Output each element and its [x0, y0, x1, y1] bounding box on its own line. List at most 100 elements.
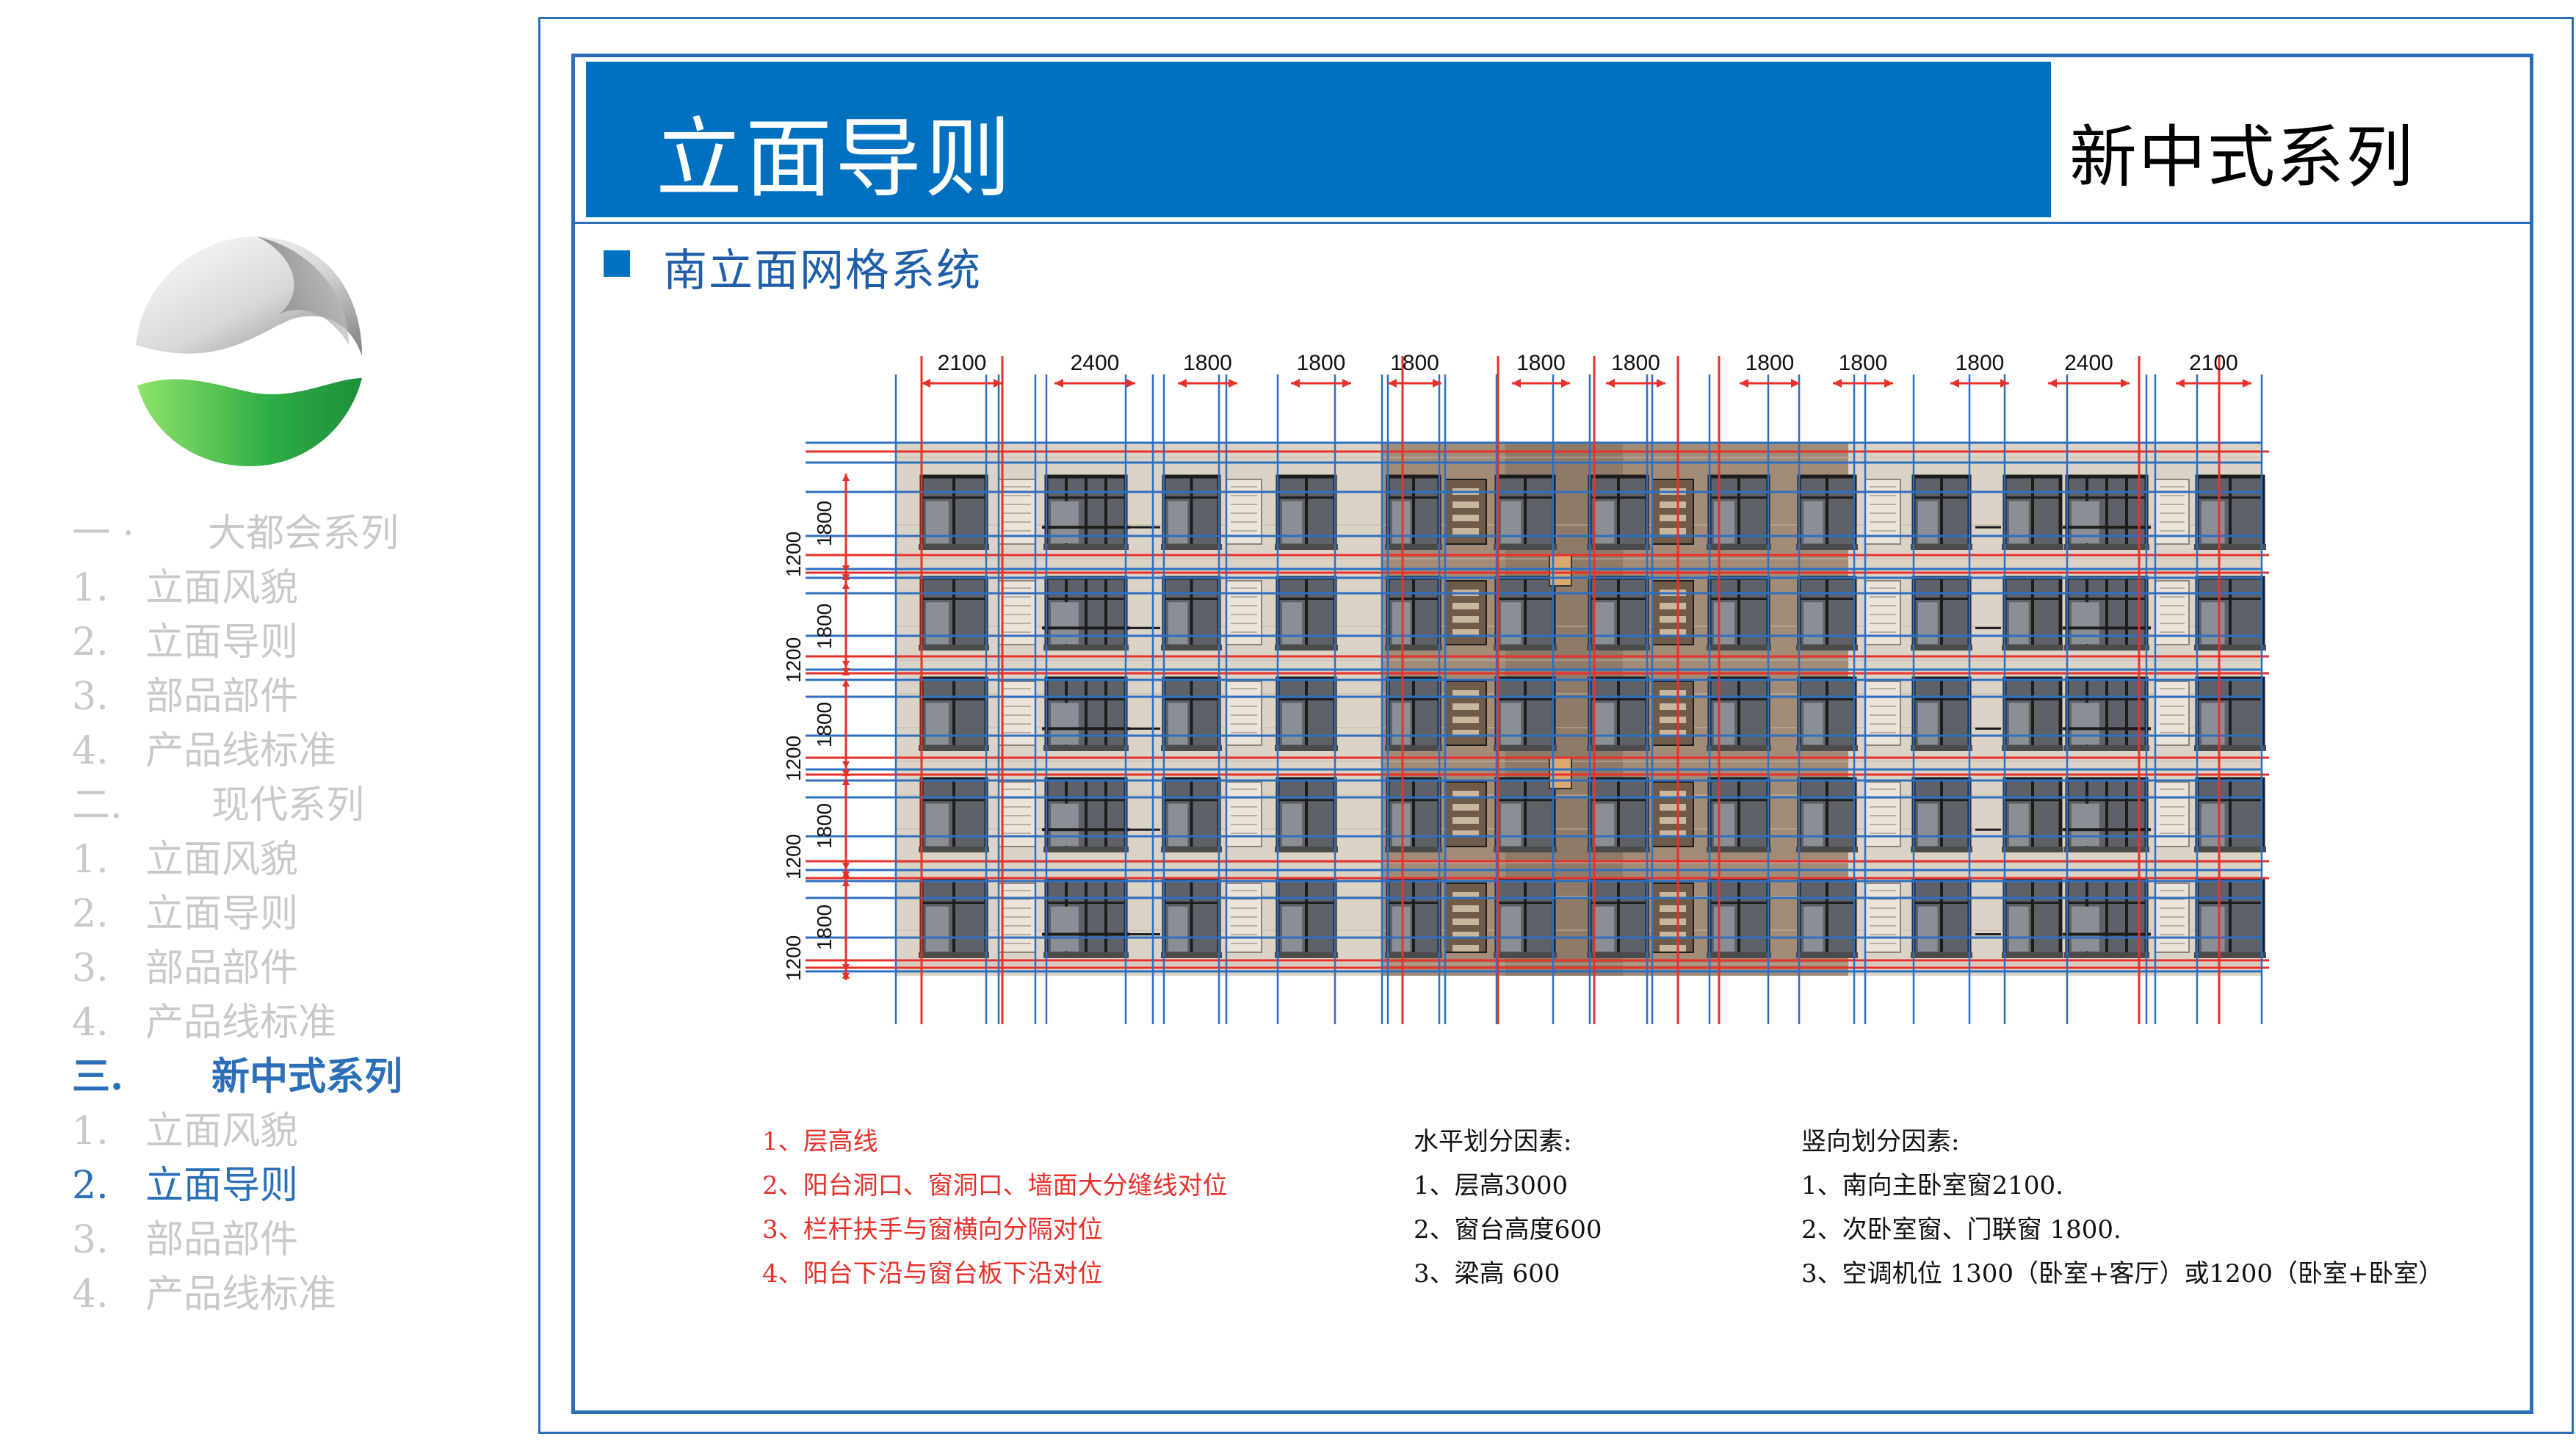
window-sill	[2194, 847, 2266, 852]
window-sill	[1161, 544, 1222, 550]
window-sill	[919, 645, 989, 651]
dimension-label-side: 1800	[813, 702, 836, 747]
window-reflection	[1918, 501, 1938, 544]
window-reflection	[1594, 906, 1615, 952]
dimension-arrow	[1433, 379, 1441, 388]
nav-number: 3.	[72, 675, 109, 719]
nav-item[interactable]: 4. 产品线标准	[72, 996, 527, 1050]
nav-label: 部品部件	[145, 1218, 299, 1262]
window-reflection	[1051, 803, 1079, 847]
window-reflection	[1714, 803, 1734, 847]
nav-item[interactable]: 1.立面风貌	[72, 833, 527, 887]
nav-label: 立面风貌	[145, 1109, 299, 1153]
window-sill	[2002, 952, 2063, 958]
window-sill	[1385, 745, 1442, 751]
lattice-bar	[1660, 905, 1686, 912]
nav-item[interactable]: 4.产品线标准	[72, 724, 527, 778]
nav-item[interactable]: 4.产品线标准	[72, 1267, 527, 1322]
dimension-label-side: 1800	[813, 803, 836, 849]
window-reflection	[1803, 703, 1823, 745]
shutter-panel	[998, 883, 1036, 953]
window-reflection	[2009, 602, 2029, 645]
window-sill	[1796, 645, 1858, 651]
lattice-bar	[1452, 730, 1479, 736]
dimension-arrow	[1388, 379, 1397, 388]
nav-item[interactable]: 2.立面导则	[72, 615, 527, 670]
window-reflection	[1282, 602, 1303, 645]
dimension-arrow	[922, 379, 930, 388]
window-sill	[2194, 745, 2266, 751]
alignment-notes: 1、层高线 2、阳台洞口、窗洞口、墙面大分缝线对位 3、栏杆扶手与窗横向分隔对位…	[762, 1120, 1228, 1296]
window-reflection	[2072, 703, 2099, 745]
dimension-arrow	[1657, 379, 1665, 388]
section-bullet-icon	[604, 250, 630, 277]
note-line: 2、阳台洞口、窗洞口、墙面大分缝线对位	[762, 1171, 1228, 1200]
window-reflection	[2072, 501, 2099, 544]
window-reflection	[1594, 703, 1615, 745]
lattice-bar	[1660, 703, 1686, 710]
lattice-bar	[1452, 791, 1479, 797]
window-sill	[1161, 645, 1222, 651]
nav-label: 立面风貌	[145, 838, 299, 882]
window-sill	[1911, 847, 1972, 852]
dimension-arrow	[1561, 379, 1570, 388]
window-sill	[2194, 645, 2266, 651]
lattice-bar	[1452, 932, 1479, 938]
nav-item[interactable]: 3.部品部件	[72, 941, 527, 996]
nav-item[interactable]: 2.立面导则	[72, 887, 527, 941]
nav-label: 部品部件	[145, 946, 299, 990]
window-reflection	[2009, 803, 2029, 847]
nav-item[interactable]: 3.部品部件	[72, 1213, 527, 1267]
window-reflection	[1168, 906, 1188, 952]
lattice-bar	[1452, 603, 1479, 609]
window-sill	[1707, 645, 1771, 651]
lattice-bar	[1660, 932, 1686, 938]
dimension-label-side: 1200	[782, 736, 805, 781]
nav-number: 4.	[72, 1001, 109, 1045]
window-sill	[1043, 952, 1129, 958]
dimension-arrow	[1950, 379, 1959, 388]
lattice-bar	[1660, 690, 1686, 697]
window-sill	[1587, 745, 1650, 751]
window-sill	[1494, 847, 1557, 852]
dimension-label-side: 1800	[813, 501, 836, 546]
note-line: 2、窗台高度600	[1414, 1215, 1602, 1244]
dimension-arrow	[842, 565, 850, 573]
lattice-bar	[1452, 830, 1479, 837]
window-sill	[1587, 847, 1650, 852]
nav-label: 现代系列	[211, 783, 365, 827]
dimension-arrow	[2176, 379, 2185, 388]
nav-label: 产品线标准	[145, 1001, 337, 1045]
nav-item[interactable]: 3.部品部件	[72, 670, 527, 724]
nav-number: 1.	[72, 1109, 109, 1153]
window-sill	[1796, 544, 1858, 550]
nav-section[interactable]: 二.现代系列	[72, 778, 527, 833]
page-title: 立面导则	[656, 108, 1015, 209]
window-reflection	[1594, 501, 1615, 544]
window-sill	[1161, 952, 1222, 958]
nav-number: 4.	[72, 729, 109, 773]
window-reflection	[1918, 906, 1938, 952]
dimension-label-side: 1200	[782, 834, 805, 880]
nav-item[interactable]: 1. 立面风貌	[72, 1104, 527, 1159]
lattice-bar	[1660, 817, 1686, 824]
lattice-bar	[1452, 945, 1479, 952]
note-line: 2、次卧室窗、门联窗 1800.	[1801, 1215, 2121, 1244]
nav-section[interactable]: 一 ·大都会系列	[72, 507, 527, 561]
window-sill	[1275, 745, 1338, 751]
window-reflection	[1392, 803, 1411, 847]
window-reflection	[1168, 602, 1188, 645]
shutter-panel	[998, 479, 1036, 545]
lattice-bar	[1452, 905, 1479, 912]
nav-item[interactable]: 1.立面风貌	[72, 561, 527, 615]
lattice-bar	[1660, 528, 1686, 535]
nav-item[interactable]: 2.立面导则	[72, 1159, 527, 1213]
window-reflection	[1392, 906, 1411, 952]
lattice-bar	[1452, 501, 1479, 508]
shutter-panel	[1226, 883, 1262, 953]
lattice-bar	[1660, 945, 1686, 952]
nav-section[interactable]: 三.新中式系列	[72, 1050, 527, 1104]
window-reflection	[1918, 703, 1938, 745]
nav-label: 新中式系列	[211, 1054, 403, 1099]
window-reflection	[1051, 906, 1079, 952]
